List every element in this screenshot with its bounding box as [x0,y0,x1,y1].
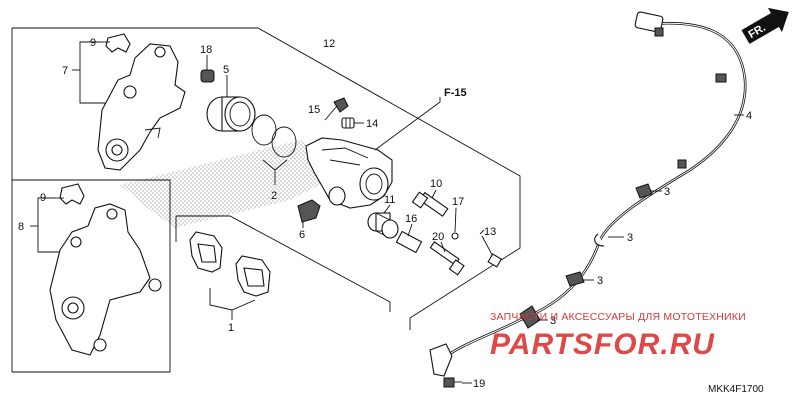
part-number-3-b: 3 [627,232,633,244]
part-number-4: 4 [746,110,752,122]
watermark: ЗАПЧАСТИ И АКСЕССУАРЫ ДЛЯ МОТОТЕХНИКИ PA… [490,311,746,361]
caliper-body [305,137,393,209]
caliper-piston [206,96,256,132]
watermark-tagline: ЗАПЧАСТИ И АКСЕССУАРЫ ДЛЯ МОТОТЕХНИКИ [490,311,746,323]
part-number-2: 2 [271,190,277,202]
part-number-12: 12 [323,38,335,50]
part-number-17: 17 [452,196,464,208]
piston-seals [251,114,297,158]
watermark-brand: PARTSFOR.RU [490,328,715,361]
part-number-5: 5 [223,64,229,76]
brake-pads [189,231,271,297]
part-number-11: 11 [384,194,395,206]
bolt-13 [481,235,503,268]
o-ring [451,232,459,240]
part-number-1: 1 [228,322,234,334]
reference-f15: F-15 [444,87,467,99]
part-number-9-top: 9 [90,37,96,49]
sensor-bolt [443,377,462,388]
slide-pin [411,191,449,217]
part-number-14: 14 [366,118,378,130]
part-number-19: 19 [473,378,485,390]
part-number-8: 8 [18,221,24,233]
part-number-3-d: 3 [550,315,556,327]
bleeder-screw [341,117,355,129]
wheel-speed-sensor-cable [429,11,747,377]
part-number-3-c: 3 [597,275,603,287]
pad-spring-clip-top [105,33,131,53]
front-direction-arrow: FR. [741,7,789,44]
part-number-9-lower: 9 [40,192,46,204]
caliper-bracket-top [97,43,186,171]
caliper-bracket-lower [49,203,162,356]
part-number-18: 18 [200,44,212,56]
part-number-20: 20 [432,231,444,243]
part-number-13: 13 [484,226,496,238]
bleeder-cap [200,69,215,83]
leader-lines [30,41,744,384]
projection-shading [120,140,320,228]
part-number-labels: 9 7 18 5 12 15 14 F-15 2 9 8 6 10 11 17 … [18,37,752,390]
pad-spring-clip-lower [59,183,85,205]
bracket-pin-bolt [429,241,465,276]
part-number-7: 7 [62,65,68,77]
part-number-15: 15 [308,104,320,116]
part-number-3-a: 3 [664,186,670,198]
pin-boot [367,212,399,239]
bleeder-valve [333,97,349,113]
cable-clips [519,183,653,329]
part-number-16: 16 [405,213,417,225]
pin-sleeve [395,230,423,254]
drawing-code: MKK4F1700 [708,384,764,395]
part-number-6: 6 [299,229,305,241]
pad-retainer [297,199,321,223]
part-number-10: 10 [430,178,442,190]
